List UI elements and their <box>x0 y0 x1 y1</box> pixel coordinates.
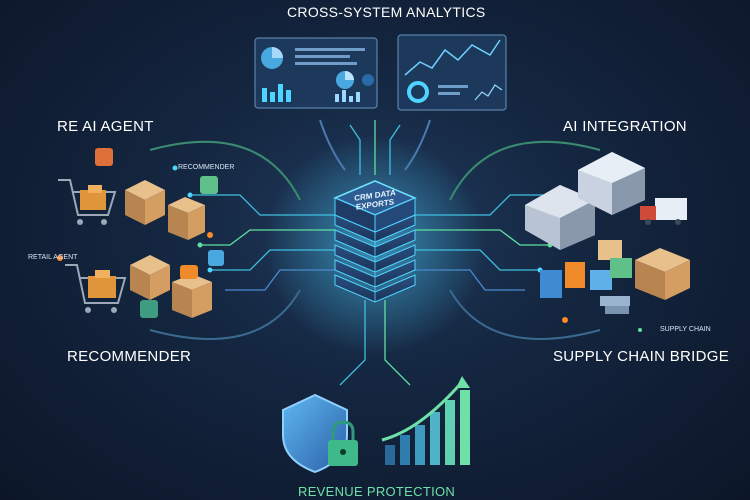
label-supply-chain-bridge: SUPPLY CHAIN BRIDGE <box>553 348 730 365</box>
shopping-cart-icon <box>58 179 117 225</box>
tag-recommender: RECOMMENDER <box>178 164 235 171</box>
tag-retail-agent: RETAIL AGENT <box>28 254 78 261</box>
page-title: CROSS-SYSTEM ANALYTICS <box>287 4 486 20</box>
app-badge-icon <box>95 148 224 318</box>
warehouse-icon <box>525 152 645 250</box>
label-ai-integration: AI INTEGRATION <box>563 118 687 135</box>
shipping-containers-icon <box>540 240 632 314</box>
label-recommender: RECOMMENDER <box>67 348 192 365</box>
circuit-traces <box>190 120 560 386</box>
label-re-ai-agent: RE AI AGENT <box>57 118 154 135</box>
growth-bar-chart-icon <box>381 376 470 465</box>
package-boxes-icon <box>125 180 212 318</box>
crm-data-server-icon <box>333 180 417 303</box>
tag-supply-chain: SUPPLY CHAIN <box>660 326 711 333</box>
package-boxes-icon <box>635 248 690 300</box>
delivery-truck-icon <box>640 198 687 225</box>
label-revenue-protection: REVENUE PROTECTION <box>298 484 456 499</box>
shopping-cart-icon <box>65 264 127 313</box>
padlock-icon <box>328 420 358 466</box>
connection-arcs <box>149 119 601 340</box>
dashboard-panel-left <box>254 37 378 109</box>
dashboard-panel-right <box>397 34 507 111</box>
